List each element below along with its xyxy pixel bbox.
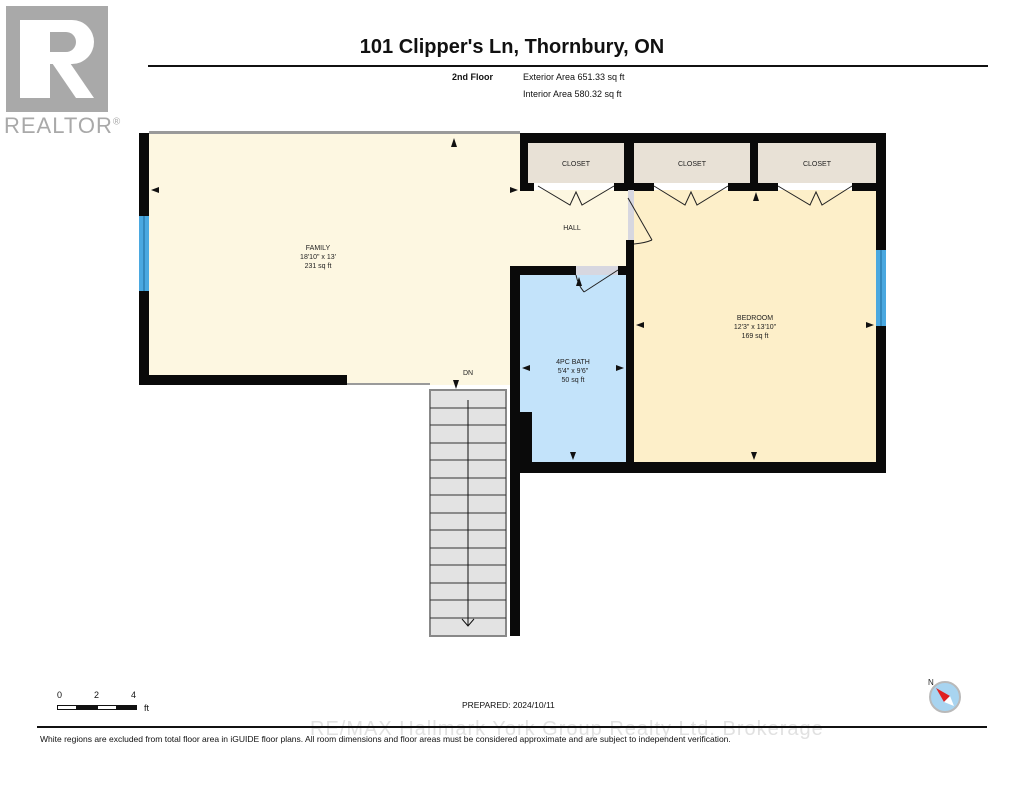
room-dims: 18'10" x 13' <box>300 254 336 261</box>
realtor-r-icon <box>20 20 50 98</box>
room-dims: 12'3" x 13'10" <box>733 324 777 331</box>
room-closet-3: CLOSET <box>802 161 831 168</box>
closet-1-fill <box>528 143 624 183</box>
scale-unit: ft <box>144 703 150 713</box>
closet-3-fill <box>758 143 876 183</box>
room-area: 169 sq ft <box>741 333 769 340</box>
open-edge-top <box>149 131 520 134</box>
floor-plan <box>139 131 886 637</box>
room-closet-1: CLOSET <box>561 161 590 168</box>
stairs-down-label: DN <box>462 370 474 377</box>
scale-tick-0: 0 <box>57 690 63 700</box>
disclaimer-text: White regions are excluded from total fl… <box>40 734 731 744</box>
scale-bar <box>57 705 137 710</box>
header-divider <box>148 65 988 67</box>
room-bath: 4PC BATH 5'4" x 9'6" 50 sq ft <box>540 358 606 385</box>
room-hall: HALL <box>563 225 581 232</box>
scale-tick-2: 2 <box>94 690 100 700</box>
room-family: FAMILY 18'10" x 13' 231 sq ft <box>288 244 348 271</box>
room-area: 231 sq ft <box>304 263 332 270</box>
footer-divider <box>37 726 987 728</box>
room-closet-2: CLOSET <box>677 161 706 168</box>
bath-door-jamb <box>576 266 618 275</box>
compass-north-label: N <box>928 678 934 687</box>
brokerage-watermark: RE/MAX Hallmark York Group Realty Ltd. B… <box>310 718 824 740</box>
interior-area: Interior Area 580.32 sq ft <box>523 89 622 99</box>
family-room-fill <box>149 133 628 385</box>
exterior-area: Exterior Area 651.33 sq ft <box>523 72 625 82</box>
room-name: FAMILY <box>305 245 331 252</box>
bedroom-door-jamb <box>628 190 634 240</box>
prepared-date: PREPARED: 2024/10/11 <box>462 700 555 710</box>
realtor-r-bowl-inner <box>50 32 76 52</box>
realtor-logo-text: REALTOR® <box>4 113 122 138</box>
room-name: 4PC BATH <box>556 359 590 366</box>
floor-label: 2nd Floor <box>452 72 493 82</box>
open-edge-bottom <box>347 383 430 385</box>
room-area: 50 sq ft <box>561 377 585 384</box>
stair-arrow-icon <box>461 618 475 627</box>
bath-fill <box>520 275 626 462</box>
scale-tick-4: 4 <box>131 690 137 700</box>
page-title: 101 Clipper's Ln, Thornbury, ON <box>359 36 665 58</box>
realtor-r-leg <box>50 60 94 98</box>
room-name: BEDROOM <box>736 315 774 322</box>
room-dims: 5'4" x 9'6" <box>557 368 589 375</box>
bedroom-fill <box>634 190 876 462</box>
dimension-arrows <box>151 138 874 460</box>
closet-2-fill <box>634 143 750 183</box>
closet-doors <box>537 185 853 293</box>
compass-icon: N <box>928 678 961 713</box>
room-bedroom: BEDROOM 12'3" x 13'10" 169 sq ft <box>720 314 790 341</box>
